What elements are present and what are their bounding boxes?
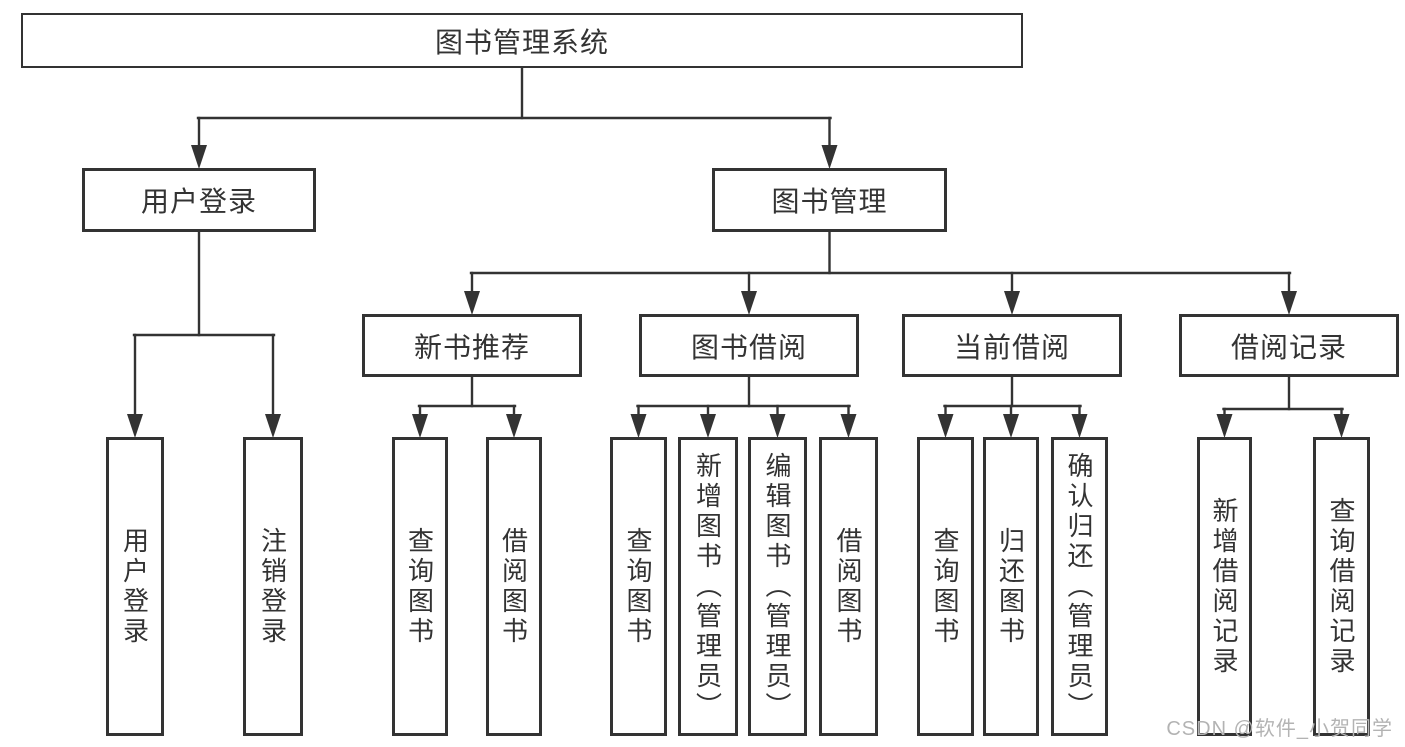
node-label-borrow: 图书借阅 [690,331,807,363]
arrowhead-icon [937,414,954,438]
node-label-current: 当前借阅 [953,331,1070,363]
node-bor-borrow: 借阅图书 [819,437,878,736]
node-label-rec-borrow: 借阅图书 [498,526,529,647]
node-sys: 图书管理系统 [21,13,1023,68]
arrowhead-icon [1216,414,1233,438]
csdn-watermark: CSDN @软件_小贺同学 [1166,718,1393,740]
node-recd-add: 新增借阅记录 [1197,437,1252,736]
node-current: 当前借阅 [902,314,1122,377]
node-login: 用户登录 [82,168,316,232]
arrowhead-icon [1071,414,1088,438]
arrowhead-icon [506,414,522,438]
node-rec-query: 查询图书 [392,437,448,736]
node-cur-return: 归还图书 [983,437,1039,736]
node-label-cur-confirm: 确认归还（管理员） [1064,451,1094,722]
arrowhead-icon [821,145,838,169]
arrowhead-icon [769,414,786,438]
node-leaf-logout: 注销登录 [243,437,303,736]
arrowhead-icon [700,414,716,438]
node-label-rec: 新书推荐 [413,331,530,363]
node-label-cur-return: 归还图书 [995,526,1026,647]
arrowhead-icon [191,145,207,169]
arrowhead-icon [1333,414,1350,438]
node-borrow: 图书借阅 [639,314,859,377]
node-label-bor-add: 新增图书（管理员） [692,451,723,722]
node-label-login: 用户登录 [140,186,257,217]
node-cur-query: 查询图书 [917,437,974,736]
node-bor-add: 新增图书（管理员） [678,437,738,736]
node-rec: 新书推荐 [362,314,582,377]
arrowhead-icon [1281,291,1297,315]
arrowhead-icon [741,291,757,315]
node-label-recd-query: 查询借阅记录 [1326,496,1356,677]
node-label-leaf-login: 用户登录 [119,526,150,647]
node-records: 借阅记录 [1179,314,1399,377]
node-label-sys: 图书管理系统 [434,26,609,58]
arrowhead-icon [1004,291,1020,315]
node-label-records: 借阅记录 [1230,331,1347,363]
arrowhead-icon [127,414,143,438]
node-rec-borrow: 借阅图书 [486,437,542,736]
node-cur-confirm: 确认归还（管理员） [1051,437,1108,736]
node-label-cur-query: 查询图书 [930,526,960,647]
node-bor-edit: 编辑图书（管理员） [748,437,807,736]
node-bor-query: 查询图书 [610,437,667,736]
arrowhead-icon [464,291,480,315]
node-label-bor-edit: 编辑图书（管理员） [762,451,792,722]
node-label-bor-borrow: 借阅图书 [833,526,863,647]
arrowhead-icon [630,414,647,438]
node-label-recd-add: 新增借阅记录 [1209,496,1239,677]
node-mgmt: 图书管理 [712,168,947,232]
arrowhead-icon [412,414,428,438]
node-label-rec-query: 查询图书 [404,526,435,647]
arrowhead-icon [1003,414,1019,438]
node-label-mgmt: 图书管理 [771,186,888,217]
node-label-leaf-logout: 注销登录 [257,526,288,647]
arrowhead-icon [265,414,281,438]
node-leaf-login: 用户登录 [106,437,164,736]
node-label-bor-query: 查询图书 [623,526,653,647]
arrowhead-icon [840,414,857,438]
node-recd-query: 查询借阅记录 [1313,437,1370,736]
